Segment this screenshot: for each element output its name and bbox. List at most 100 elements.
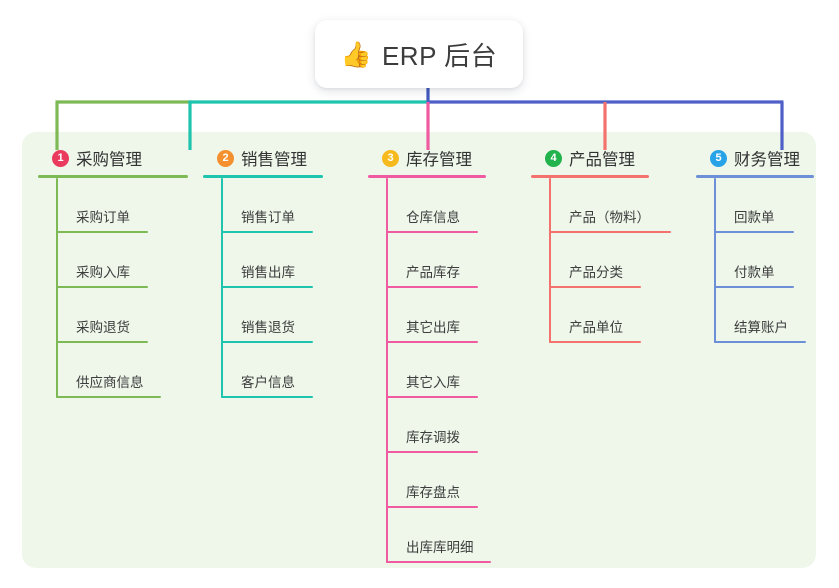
leaf-label: 供应商信息 (76, 375, 144, 390)
branch-underline (203, 175, 323, 178)
thumbs-up-icon: 👍 (340, 40, 372, 69)
leaf-underline (386, 396, 478, 398)
leaf-label: 库存盘点 (406, 485, 460, 500)
branch-title: 销售管理 (241, 151, 307, 169)
leaf-underline (549, 341, 641, 343)
branches-panel (22, 132, 816, 568)
branch-children: 仓库信息产品库存其它出库其它入库库存调拨库存盘点出库库明细 (386, 178, 491, 563)
leaf-underline (386, 506, 478, 508)
leaf-node[interactable]: 供应商信息 (56, 343, 188, 398)
leaf-node[interactable]: 其它入库 (386, 343, 486, 398)
branch-header-5[interactable]: 5 财务管理 (696, 145, 814, 171)
leaf-underline (714, 231, 794, 233)
leaf-node[interactable]: 销售订单 (221, 178, 323, 233)
leaf-underline (714, 341, 806, 343)
leaf-node[interactable]: 结算账户 (714, 288, 814, 343)
leaf-node[interactable]: 产品分类 (549, 233, 649, 288)
leaf-node[interactable]: 库存盘点 (386, 453, 486, 508)
leaf-underline (386, 286, 478, 288)
leaf-label: 回款单 (734, 210, 775, 225)
branch-title: 产品管理 (569, 151, 635, 169)
branch-header-1[interactable]: 1 采购管理 (38, 145, 188, 171)
leaf-label: 销售退货 (241, 320, 295, 335)
branch-column-1: 1 采购管理采购订单采购入库采购退货供应商信息 (38, 145, 188, 398)
branch-title: 库存管理 (406, 151, 472, 169)
branch-number-badge: 1 (52, 149, 69, 167)
leaf-label: 付款单 (734, 265, 775, 280)
root-title: ERP 后台 (381, 40, 498, 71)
leaf-underline (221, 286, 313, 288)
leaf-label: 出库库明细 (406, 540, 474, 555)
leaf-node[interactable]: 其它出库 (386, 288, 486, 343)
branch-underline (38, 175, 188, 178)
branch-number-badge: 5 (710, 149, 727, 167)
leaf-node[interactable]: 出库库明细 (386, 508, 491, 563)
leaf-node[interactable]: 客户信息 (221, 343, 323, 398)
leaf-node[interactable]: 付款单 (714, 233, 814, 288)
branch-underline (368, 175, 486, 178)
leaf-label: 其它出库 (406, 320, 460, 335)
branch-number-badge: 3 (382, 149, 399, 167)
leaf-underline (714, 286, 794, 288)
branch-children: 产品（物料） 产品分类产品单位 (549, 178, 671, 343)
branch-spine (221, 178, 223, 398)
leaf-underline (221, 396, 313, 398)
branch-children: 采购订单采购入库采购退货供应商信息 (56, 178, 188, 398)
branch-title: 财务管理 (734, 151, 800, 169)
branch-spine (714, 178, 716, 343)
leaf-underline (56, 231, 148, 233)
leaf-label: 产品分类 (569, 265, 623, 280)
leaf-node[interactable]: 采购入库 (56, 233, 188, 288)
leaf-underline (56, 286, 148, 288)
leaf-label: 产品（物料） (569, 210, 650, 225)
leaf-label: 仓库信息 (406, 210, 460, 225)
leaf-label: 采购退货 (76, 320, 130, 335)
leaf-underline (221, 231, 313, 233)
leaf-node[interactable]: 产品单位 (549, 288, 649, 343)
leaf-underline (549, 286, 641, 288)
leaf-underline (549, 231, 671, 233)
branch-header-4[interactable]: 4 产品管理 (531, 145, 649, 171)
leaf-underline (386, 451, 478, 453)
branch-number-badge: 2 (217, 149, 234, 167)
branch-header-2[interactable]: 2 销售管理 (203, 145, 323, 171)
leaf-underline (386, 231, 478, 233)
leaf-node[interactable]: 产品（物料） (549, 178, 671, 233)
leaf-label: 采购订单 (76, 210, 130, 225)
leaf-label: 库存调拨 (406, 430, 460, 445)
branch-column-4: 4 产品管理产品（物料） 产品分类产品单位 (531, 145, 671, 343)
leaf-underline (56, 396, 161, 398)
leaf-node[interactable]: 仓库信息 (386, 178, 486, 233)
branch-header-3[interactable]: 3 库存管理 (368, 145, 486, 171)
leaf-node[interactable]: 销售出库 (221, 233, 323, 288)
branch-title: 采购管理 (76, 151, 142, 169)
branch-column-2: 2 销售管理销售订单销售出库销售退货客户信息 (203, 145, 323, 398)
branch-spine (56, 178, 58, 398)
branch-spine (549, 178, 551, 343)
leaf-node[interactable]: 库存调拨 (386, 398, 486, 453)
branch-number-badge: 4 (545, 149, 562, 167)
leaf-underline (386, 341, 478, 343)
leaf-node[interactable]: 销售退货 (221, 288, 323, 343)
branch-children: 销售订单销售出库销售退货客户信息 (221, 178, 323, 398)
branch-underline (531, 175, 649, 178)
leaf-label: 销售出库 (241, 265, 295, 280)
root-node[interactable]: 👍 ERP 后台 (315, 20, 523, 88)
branch-spine (386, 178, 388, 563)
leaf-label: 销售订单 (241, 210, 295, 225)
leaf-label: 客户信息 (241, 375, 295, 390)
leaf-node[interactable]: 采购订单 (56, 178, 188, 233)
branch-children: 回款单付款单结算账户 (714, 178, 814, 343)
leaf-underline (56, 341, 148, 343)
leaf-label: 产品单位 (569, 320, 623, 335)
leaf-label: 产品库存 (406, 265, 460, 280)
leaf-label: 结算账户 (734, 320, 788, 335)
leaf-node[interactable]: 采购退货 (56, 288, 188, 343)
leaf-underline (386, 561, 491, 563)
leaf-node[interactable]: 产品库存 (386, 233, 486, 288)
branch-underline (696, 175, 814, 178)
leaf-label: 其它入库 (406, 375, 460, 390)
leaf-label: 采购入库 (76, 265, 130, 280)
leaf-node[interactable]: 回款单 (714, 178, 814, 233)
